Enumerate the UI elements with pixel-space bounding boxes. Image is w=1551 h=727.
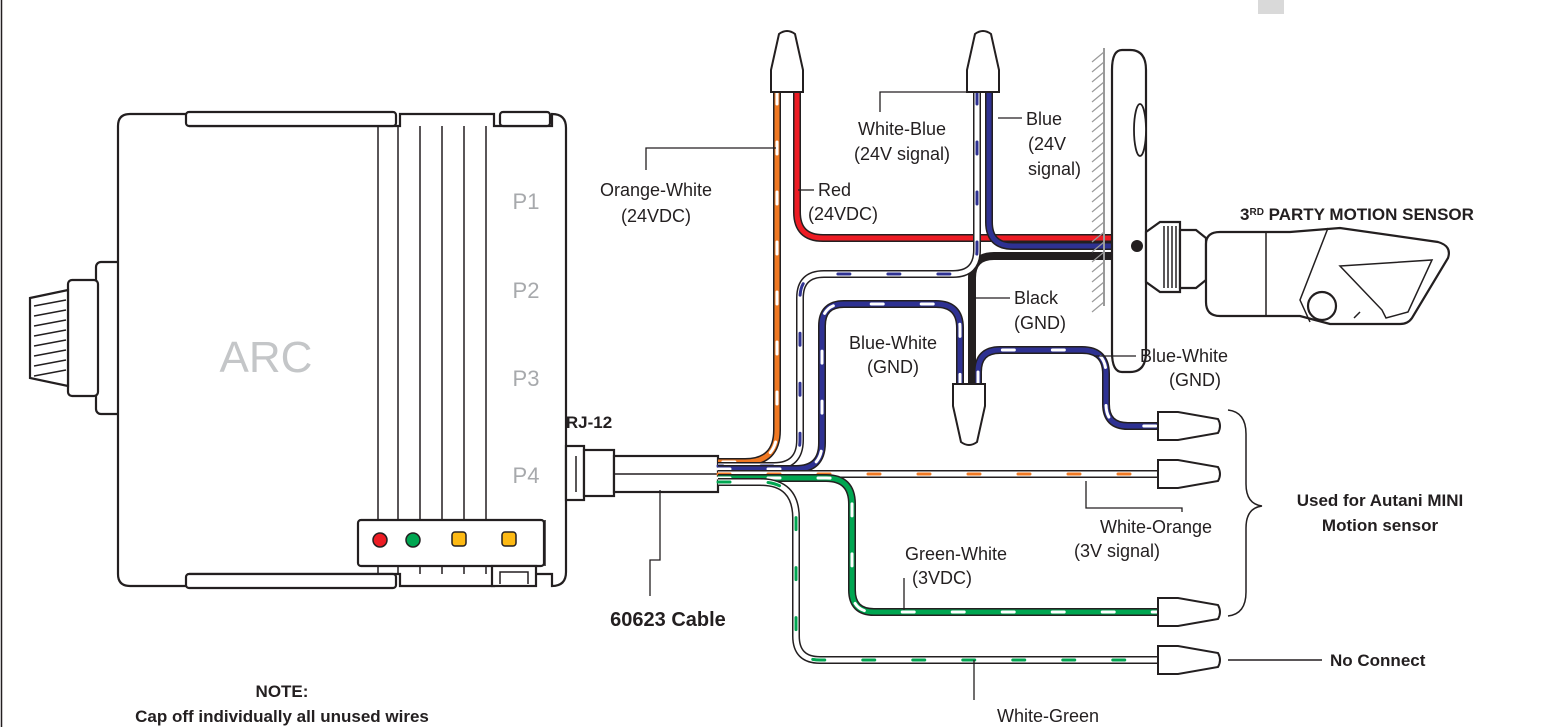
wire-cap-blue-pair [966, 30, 1000, 93]
label-red: Red [818, 180, 851, 200]
rj12-plug [564, 444, 720, 502]
arc-device: ARC P1 P2 P3 P4 [28, 110, 568, 590]
note-title: NOTE: [256, 682, 309, 701]
label-red-voltage: (24VDC) [808, 204, 878, 224]
label-green-white: Green-White [905, 544, 1007, 564]
group-label-line-2: Motion sensor [1322, 516, 1439, 535]
label-white-blue: White-Blue [858, 119, 946, 139]
port-label-p3: P3 [513, 366, 540, 391]
wire-cap-orange-red [770, 30, 804, 93]
label-white-blue-signal: (24V signal) [854, 144, 950, 164]
led-green-indicator [405, 532, 421, 548]
wire-cap-white-orange [1157, 459, 1221, 489]
port-label-p1: P1 [513, 189, 540, 214]
label-black-gnd: (GND) [1014, 313, 1066, 333]
wire-orange-white [716, 90, 781, 466]
wire-cap-blue-white [1157, 411, 1221, 441]
wire-green-white [716, 474, 1160, 616]
device-name: ARC [220, 333, 313, 382]
group-label-line-1: Used for Autani MINI [1297, 491, 1464, 510]
group-brace [1227, 409, 1263, 617]
label-blue-voltage: (24V [1028, 134, 1066, 154]
wire-bundle [716, 90, 1160, 664]
led-amber-indicator [501, 531, 517, 547]
cable-label: 60623 Cable [610, 609, 726, 631]
scroll-marker [1258, 0, 1284, 14]
label-orange-white: Orange-White [600, 180, 712, 200]
sensor-title: 3RD PARTY MOTION SENSOR [1240, 205, 1474, 224]
threaded-connector [28, 260, 124, 416]
led-amber-indicator [451, 531, 467, 547]
label-black: Black [1014, 288, 1059, 308]
wire-cap-black-blue-white [952, 383, 986, 446]
wire-white-blue [716, 90, 981, 470]
port-label-p4: P4 [513, 463, 540, 488]
wire-cap-green-white [1157, 597, 1221, 627]
wall-mount [1091, 48, 1148, 374]
wire-white-green [716, 478, 1160, 664]
arc-housing [116, 112, 568, 588]
port-label-p2: P2 [513, 278, 540, 303]
label-blue: Blue [1026, 109, 1062, 129]
label-white-orange-signal: (3V signal) [1074, 541, 1160, 561]
label-blue-white-right: Blue-White [1140, 346, 1228, 366]
housing-grooves [377, 126, 487, 574]
led-panel [356, 518, 546, 568]
rj12-label: RJ-12 [566, 413, 612, 432]
label-green-white-voltage: (3VDC) [912, 568, 972, 588]
label-white-green: White-Green [997, 706, 1099, 726]
led-red-indicator [372, 532, 388, 548]
cable-leader [649, 490, 661, 596]
motion-sensor-head [1144, 220, 1450, 326]
no-connect-label: No Connect [1330, 651, 1426, 670]
sensor-base-plate [1110, 48, 1148, 374]
note-text: Cap off individually all unused wires [135, 707, 429, 726]
wire-labels: Orange-White (24VDC) Red (24VDC) White-B… [600, 91, 1228, 726]
label-blue-white-right-gnd: (GND) [1169, 370, 1221, 390]
wire-red [793, 92, 1136, 242]
wire-blue [985, 92, 1136, 250]
wire-cap-white-green [1157, 645, 1221, 675]
label-blue-white-left: Blue-White [849, 333, 937, 353]
label-white-orange: White-Orange [1100, 517, 1212, 537]
label-orange-white-voltage: (24VDC) [621, 206, 691, 226]
label-blue-white-left-gnd: (GND) [867, 357, 919, 377]
wire-blue-white-left [716, 300, 964, 473]
label-blue-signal: signal) [1028, 159, 1081, 179]
housing-latch [490, 564, 538, 588]
